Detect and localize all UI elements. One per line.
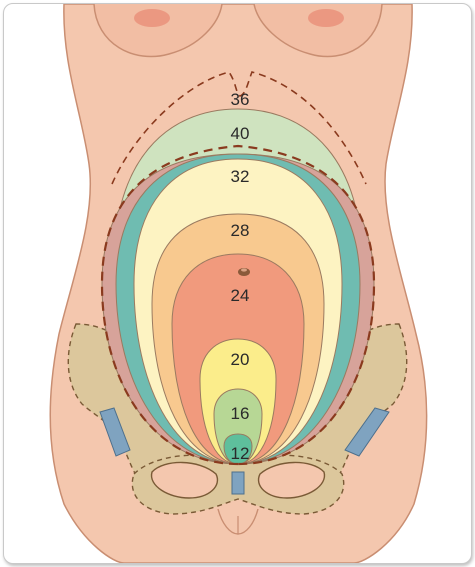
label-week-12: 12 — [231, 444, 250, 463]
right-areola — [308, 9, 344, 27]
navel-highlight — [241, 268, 247, 271]
label-week-20: 20 — [231, 350, 250, 369]
diagram-frame: 36 40 32 28 24 20 16 12 — [3, 3, 472, 564]
label-week-36: 36 — [231, 90, 250, 109]
label-week-40: 40 — [231, 124, 250, 143]
fundal-height-diagram: 36 40 32 28 24 20 16 12 — [4, 4, 471, 563]
label-week-16: 16 — [231, 404, 250, 423]
left-areola — [134, 9, 170, 27]
label-week-32: 32 — [231, 167, 250, 186]
label-week-24: 24 — [231, 286, 250, 305]
label-week-28: 28 — [231, 221, 250, 240]
pubic-symphysis — [232, 472, 244, 494]
